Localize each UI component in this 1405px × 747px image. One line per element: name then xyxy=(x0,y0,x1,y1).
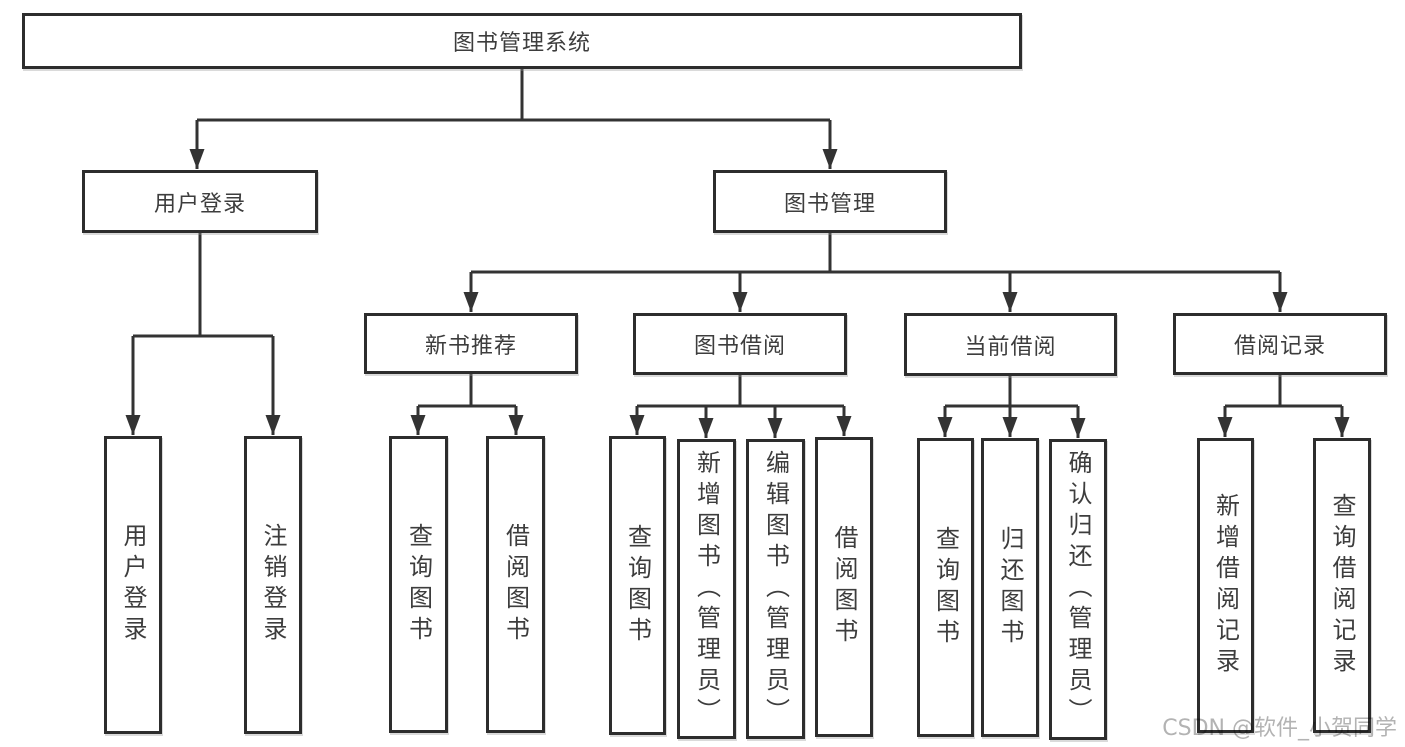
leaf-query-borrow-record: 查询借阅记录 xyxy=(1313,438,1371,733)
leaf-label: 查询图书 xyxy=(623,523,652,648)
leaf-label: 编辑图书（管理员） xyxy=(761,449,790,729)
leaf-label: 注销登录 xyxy=(259,523,287,647)
leaf-edit-books-admin: 编辑图书（管理员） xyxy=(746,439,805,739)
leaf-label: 查询图书 xyxy=(404,522,433,647)
leaf-add-books-admin: 新增图书（管理员） xyxy=(677,439,736,739)
leaf-label: 用户登录 xyxy=(119,523,147,647)
leaf-query-books-borrow: 查询图书 xyxy=(609,436,666,735)
node-label: 图书借阅 xyxy=(693,334,786,359)
node-label: 图书管理 xyxy=(783,191,876,217)
leaf-label: 查询图书 xyxy=(931,525,960,650)
leaf-return-books: 归还图书 xyxy=(981,438,1039,737)
leaf-add-borrow-record: 新增借阅记录 xyxy=(1197,438,1254,733)
leaf-user-login: 用户登录 xyxy=(104,436,162,734)
leaf-label: 借阅图书 xyxy=(501,522,530,647)
leaf-label: 借阅图书 xyxy=(830,525,858,649)
node-library-management-system: 图书管理系统 xyxy=(22,13,1022,69)
node-current-borrowing: 当前借阅 xyxy=(904,313,1117,376)
leaf-label: 归还图书 xyxy=(996,525,1024,650)
node-label: 用户登录 xyxy=(153,191,246,217)
watermark-text: CSDN @软件_小贺同学 xyxy=(1162,716,1397,741)
node-new-book-recommend: 新书推荐 xyxy=(364,313,578,374)
leaf-logout: 注销登录 xyxy=(244,436,302,734)
leaf-query-books-recommend: 查询图书 xyxy=(389,436,448,733)
leaf-label: 查询借阅记录 xyxy=(1328,492,1356,679)
node-label: 图书管理系统 xyxy=(452,31,591,56)
leaf-query-books-current: 查询图书 xyxy=(917,438,974,737)
node-user-login: 用户登录 xyxy=(82,170,318,233)
node-label: 当前借阅 xyxy=(964,334,1057,360)
node-label: 借阅记录 xyxy=(1233,334,1326,359)
leaf-label: 新增借阅记录 xyxy=(1211,492,1240,679)
node-book-management: 图书管理 xyxy=(713,170,947,233)
leaf-confirm-return-admin: 确认归还（管理员） xyxy=(1049,439,1107,740)
leaf-borrow-books: 借阅图书 xyxy=(815,437,873,737)
node-borrowing-records: 借阅记录 xyxy=(1173,313,1387,375)
leaf-label: 确认归还（管理员） xyxy=(1064,450,1092,729)
node-book-borrowing: 图书借阅 xyxy=(633,313,847,375)
leaf-borrow-books-recommend: 借阅图书 xyxy=(486,436,545,733)
leaf-label: 新增图书（管理员） xyxy=(692,449,721,729)
node-label: 新书推荐 xyxy=(424,333,517,359)
